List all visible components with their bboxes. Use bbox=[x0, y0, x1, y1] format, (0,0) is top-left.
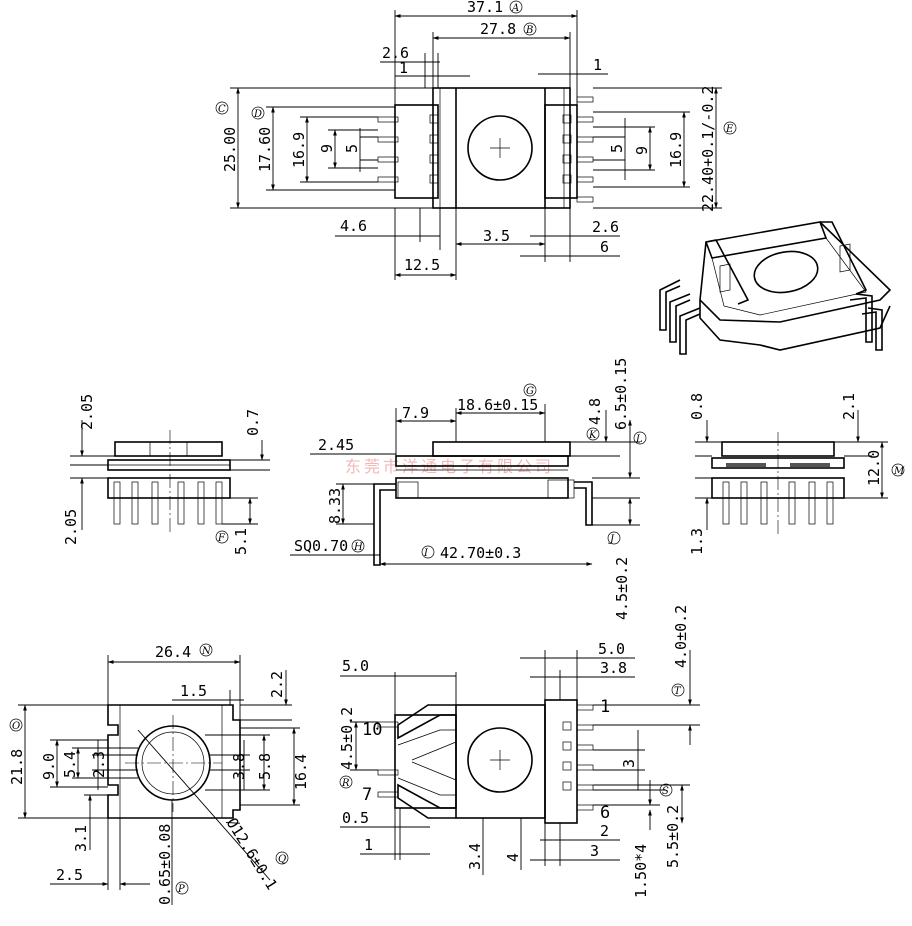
dim-16-4: 16.4 bbox=[292, 754, 310, 790]
dim-27-8: 27.8 bbox=[480, 20, 516, 38]
dim-7-9: 7.9 bbox=[402, 404, 429, 422]
dim-3-right: 3 bbox=[620, 759, 638, 768]
dim-5-5: 5.5±0.2 bbox=[664, 805, 682, 868]
callout-j: J bbox=[608, 534, 615, 545]
dim-6: 6 bbox=[600, 238, 609, 256]
dim-4-5-left: 4.5±0.2 bbox=[338, 707, 356, 770]
dim-5-right: 5 bbox=[608, 144, 626, 153]
dim-2-5: 2.5 bbox=[56, 866, 83, 884]
dim-9-0: 9.0 bbox=[40, 753, 58, 780]
callout-d: D bbox=[253, 109, 262, 120]
callout-i: I bbox=[423, 548, 429, 559]
dim-1-right: 1 bbox=[593, 56, 602, 74]
dim-3-4: 3.4 bbox=[466, 843, 484, 870]
dim-2-1: 2.1 bbox=[840, 393, 858, 420]
dim-5-0-right: 5.0 bbox=[598, 640, 625, 658]
dim-16-9-right: 16.9 bbox=[667, 132, 685, 168]
callout-f: F bbox=[217, 533, 226, 544]
dim-0-65: 0.65±0.08 bbox=[156, 824, 174, 905]
dim-4-0: 4.0±0.2 bbox=[672, 605, 690, 668]
bottom-view-right: 10 7 1 6 5.0 5.0 3.8 4.0±0.2 T 4.5±0.2 R… bbox=[338, 605, 700, 898]
dim-5-8: 5.8 bbox=[256, 753, 274, 780]
callout-q: Q bbox=[278, 854, 286, 865]
dim-9-left: 9 bbox=[318, 144, 336, 153]
dim-2-3: 2.3 bbox=[90, 751, 108, 778]
pin-label-6: 6 bbox=[600, 803, 610, 823]
dim-5-left: 5 bbox=[343, 144, 361, 153]
dim-17-60: 17.60 bbox=[256, 127, 274, 172]
dim-5-4: 5.4 bbox=[61, 751, 79, 778]
dim-37-1: 37.1 bbox=[467, 0, 503, 16]
side-view-left: 2.05 2.05 0.7 5.1 F bbox=[62, 394, 270, 555]
dim-25-00: 25.00 bbox=[221, 127, 239, 172]
dim-2-6-top: 2.6 bbox=[382, 44, 409, 62]
dim-42-70: 42.70±0.3 bbox=[440, 544, 521, 562]
pin-label-7: 7 bbox=[362, 785, 372, 805]
callout-a: A bbox=[511, 3, 519, 14]
dim-9-right: 9 bbox=[633, 146, 651, 155]
callout-b: B bbox=[525, 25, 533, 36]
dim-18-6: 18.6±0.15 bbox=[457, 396, 538, 414]
dim-22-40: 22.40+0.1/-0.2 bbox=[699, 86, 717, 212]
dim-2-6-bottom: 2.6 bbox=[592, 218, 619, 236]
side-view-center: 7.9 18.6±0.15 G 4.8 K 6.5±0.15 L 2.45 8.… bbox=[290, 358, 647, 620]
dim-0-8: 0.8 bbox=[688, 393, 706, 420]
dim-4-6: 4.6 bbox=[340, 217, 367, 235]
dim-sq-0-70: SQ0.70 bbox=[294, 537, 348, 555]
callout-l: L bbox=[635, 434, 643, 445]
dim-1-3: 1.3 bbox=[688, 528, 706, 555]
dim-2-45: 2.45 bbox=[318, 436, 354, 454]
pin-label-1: 1 bbox=[600, 697, 610, 717]
callout-n: N bbox=[201, 646, 212, 657]
dim-8-33: 8.33 bbox=[326, 488, 344, 524]
dim-0-5: 0.5 bbox=[342, 809, 369, 827]
callout-r: R bbox=[341, 778, 350, 789]
dim-4-8: 4.8 bbox=[586, 398, 604, 425]
callout-h: H bbox=[353, 542, 363, 553]
callout-p: P bbox=[177, 884, 185, 895]
dim-12-5: 12.5 bbox=[404, 256, 440, 274]
dim-5-0-left: 5.0 bbox=[342, 657, 369, 675]
dim-16-9-left: 16.9 bbox=[290, 132, 308, 168]
callout-e: E bbox=[725, 124, 734, 135]
dim-2-bottom: 2 bbox=[600, 822, 609, 840]
dim-1-left: 1 bbox=[399, 59, 408, 77]
side-view-right: 0.8 2.1 12.0 M 1.3 bbox=[688, 393, 905, 555]
dim-2-05-top: 2.05 bbox=[78, 394, 96, 430]
dim-1-50x4: 1.50*4 bbox=[632, 844, 650, 898]
dim-3-1: 3.1 bbox=[72, 825, 90, 852]
top-view: 37.1 A 27.8 B 2.6 1 1 25.00 C 17.60 D 16… bbox=[215, 0, 737, 280]
dim-26-4: 26.4 bbox=[155, 643, 191, 661]
dim-diameter: Ø12.6±0.1 bbox=[223, 815, 281, 893]
callout-g: G bbox=[526, 386, 534, 397]
dim-3-8: 3.8 bbox=[230, 753, 248, 780]
callout-s: S bbox=[662, 786, 669, 797]
dim-6-5: 6.5±0.15 bbox=[612, 358, 630, 430]
dim-3-8-top: 3.8 bbox=[600, 659, 627, 677]
pin-label-10: 10 bbox=[362, 720, 382, 740]
dim-2-2: 2.2 bbox=[268, 671, 286, 698]
dim-2-05-bottom: 2.05 bbox=[62, 509, 80, 545]
dim-5-1: 5.1 bbox=[232, 528, 250, 555]
dim-1-bottom: 1 bbox=[364, 836, 373, 854]
callout-o: O bbox=[12, 721, 20, 732]
dim-3-5: 3.5 bbox=[483, 227, 510, 245]
callout-c: C bbox=[218, 104, 226, 115]
dim-4-5: 4.5±0.2 bbox=[613, 557, 631, 620]
dim-0-7: 0.7 bbox=[244, 409, 262, 436]
dim-21-8: 21.8 bbox=[8, 749, 26, 785]
callout-t: T bbox=[674, 686, 682, 697]
callout-k: K bbox=[588, 430, 597, 441]
dim-4-bottom: 4 bbox=[504, 853, 522, 862]
callout-m: M bbox=[893, 466, 905, 477]
perspective-view bbox=[659, 221, 892, 355]
bottom-view-left: 26.4 N 1.5 2.2 21.8 O 9.0 5.4 2.3 3.8 5.… bbox=[8, 643, 310, 905]
dim-3-bottom: 3 bbox=[590, 842, 599, 860]
dim-12-0: 12.0 bbox=[865, 450, 883, 486]
dim-1-5: 1.5 bbox=[180, 682, 207, 700]
